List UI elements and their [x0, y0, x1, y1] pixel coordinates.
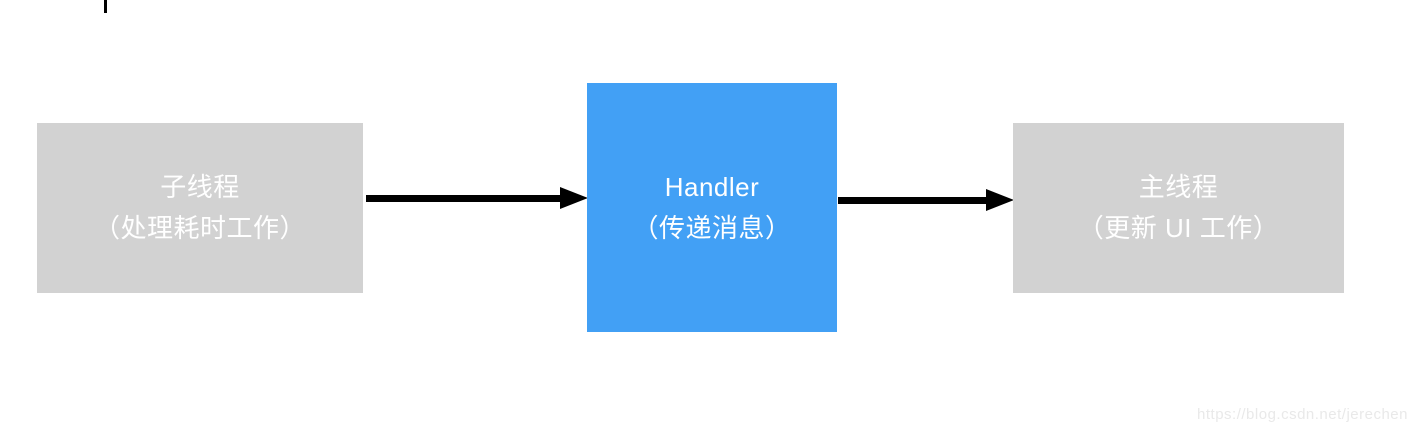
arrow-child-to-handler-head — [560, 187, 588, 209]
node-main-thread-title: 主线程 — [1138, 172, 1219, 202]
node-child-thread-title: 子线程 — [160, 172, 240, 202]
arrow-handler-to-main-shaft — [838, 197, 988, 204]
node-handler-subtitle: （传递消息） — [632, 212, 792, 243]
node-main-thread: 主线程 （更新 UI 工作） — [1013, 123, 1344, 293]
watermark-url: https://blog.csdn.net/jerechen — [1197, 406, 1408, 423]
arrow-handler-to-main-head — [986, 189, 1014, 211]
arrow-child-to-handler-shaft — [366, 195, 562, 202]
node-handler-title: Handler — [664, 171, 760, 202]
node-main-thread-subtitle: （更新 UI 工作） — [1077, 213, 1280, 243]
node-child-thread-subtitle: （处理耗时工作） — [93, 213, 306, 243]
node-handler: Handler （传递消息） — [587, 83, 837, 332]
node-child-thread: 子线程 （处理耗时工作） — [37, 123, 363, 293]
text-cursor-mark — [104, 0, 107, 13]
